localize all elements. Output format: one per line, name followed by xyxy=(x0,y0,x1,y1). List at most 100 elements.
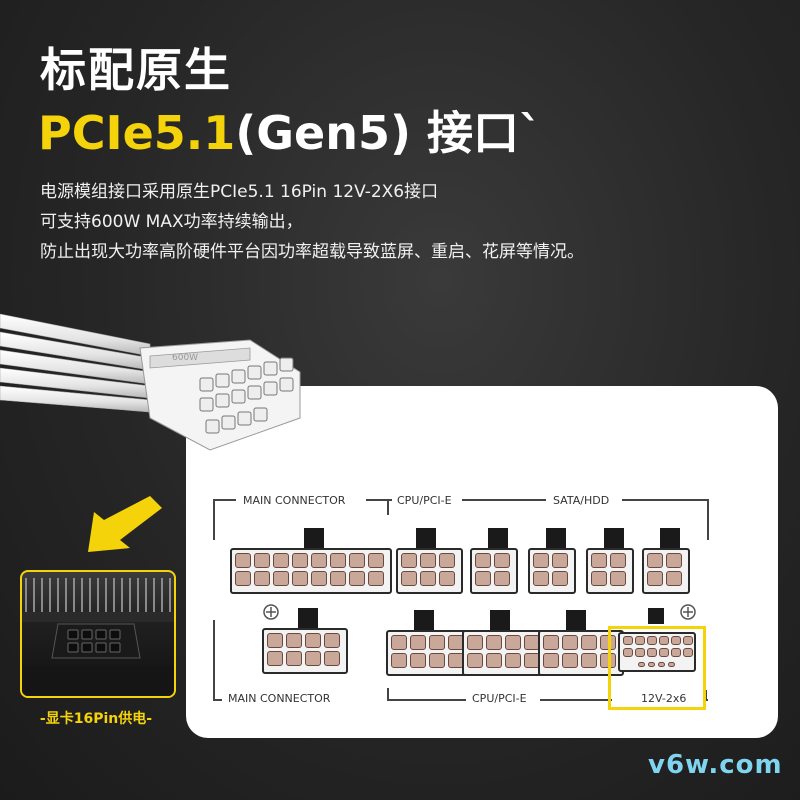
socket-pin xyxy=(543,653,559,668)
socket-pin xyxy=(349,571,365,586)
socket-pin xyxy=(311,571,327,586)
label-main-connector-bottom: MAIN CONNECTOR xyxy=(228,692,331,705)
socket-pin xyxy=(591,571,607,586)
socket-pin xyxy=(324,651,340,666)
socket-latch xyxy=(648,608,664,624)
socket-pin xyxy=(439,553,455,568)
socket-latch xyxy=(566,610,586,630)
socket-pin xyxy=(635,636,645,645)
socket-pin xyxy=(273,571,289,586)
socket-pin xyxy=(410,653,426,668)
socket-pin xyxy=(533,553,549,568)
socket-pin xyxy=(581,635,597,650)
socket-pin xyxy=(671,636,681,645)
socket-pin xyxy=(267,651,283,666)
sense-pin xyxy=(668,662,675,667)
socket-pin xyxy=(486,653,502,668)
socket-pin xyxy=(659,636,669,645)
socket-pin xyxy=(330,553,346,568)
cable-wattage-text: 600W xyxy=(172,353,198,363)
socket-pin xyxy=(420,553,436,568)
socket-pin xyxy=(235,553,251,568)
socket-latch xyxy=(660,528,680,548)
socket-pin xyxy=(311,553,327,568)
description-line-3: 防止出现大功率高阶硬件平台因功率超载导致蓝屏、重启、花屏等情况。 xyxy=(40,242,584,262)
socket-latch xyxy=(414,610,434,630)
headline-line1: 标配原生 xyxy=(40,43,232,97)
socket-pin xyxy=(324,633,340,648)
socket-pin xyxy=(429,635,445,650)
socket-pin xyxy=(305,651,321,666)
socket-latch xyxy=(604,528,624,548)
socket-pin xyxy=(610,553,626,568)
socket-pin xyxy=(552,571,568,586)
socket-pin xyxy=(368,553,384,568)
12v-2x6-highlight-box xyxy=(608,626,706,710)
socket-pin xyxy=(286,651,302,666)
socket-latch xyxy=(488,528,508,548)
socket-pin xyxy=(292,571,308,586)
socket-pin xyxy=(647,636,657,645)
socket-latch xyxy=(546,528,566,548)
label-cpu-pcie-bottom: CPU/PCI-E xyxy=(472,692,527,705)
sense-pin xyxy=(648,662,655,667)
socket-pin xyxy=(273,553,289,568)
socket-pin xyxy=(659,648,669,657)
yellow-arrow-icon xyxy=(88,496,162,552)
socket-latch xyxy=(490,610,510,630)
socket-pin xyxy=(235,571,251,586)
sense-pin xyxy=(638,662,645,667)
socket-pin xyxy=(401,553,417,568)
socket-pin xyxy=(439,571,455,586)
socket-pin xyxy=(610,571,626,586)
socket-pin xyxy=(486,635,502,650)
socket-pin xyxy=(401,571,417,586)
socket-pin xyxy=(494,553,510,568)
socket-latch xyxy=(304,528,324,548)
socket-pin xyxy=(552,553,568,568)
socket-pin xyxy=(494,571,510,586)
socket-pin xyxy=(267,633,283,648)
socket-pin xyxy=(623,636,633,645)
label-cpu-pcie-top: CPU/PCI-E xyxy=(397,494,452,507)
socket-pin xyxy=(467,635,483,650)
inset-caption: -显卡16Pin供电- xyxy=(39,711,153,727)
socket-pin xyxy=(429,653,445,668)
socket-pin xyxy=(683,648,693,657)
socket-pin xyxy=(666,553,682,568)
socket-pin xyxy=(562,635,578,650)
socket-pin xyxy=(683,636,693,645)
socket-pin xyxy=(581,653,597,668)
socket-pin xyxy=(591,553,607,568)
sense-pin xyxy=(658,662,665,667)
socket-pin xyxy=(635,648,645,657)
socket-pin xyxy=(410,635,426,650)
label-sata-hdd: SATA/HDD xyxy=(553,494,610,507)
socket-pin xyxy=(647,553,663,568)
headline-line2: PCIe5.1(Gen5) 接口` xyxy=(38,102,542,164)
label-12v-2x6: 12V-2x6 xyxy=(641,692,687,705)
headline-rest: (Gen5) 接口` xyxy=(235,106,543,160)
socket-pin xyxy=(330,571,346,586)
socket-pin xyxy=(647,648,657,657)
description-line-2: 可支持600W MAX功率持续输出， xyxy=(40,212,303,232)
socket-pin xyxy=(467,653,483,668)
socket-pin xyxy=(349,553,365,568)
headline-pcie: PCIe5.1 xyxy=(38,106,236,160)
socket-pin xyxy=(254,553,270,568)
socket-pin xyxy=(623,648,633,657)
label-main-connector-top: MAIN CONNECTOR xyxy=(243,494,346,507)
socket-pin xyxy=(286,633,302,648)
socket-pin xyxy=(305,633,321,648)
socket-pin xyxy=(420,571,436,586)
socket-pin xyxy=(666,571,682,586)
description-line-1: 电源模组接口采用原生PCIe5.1 16Pin 12V-2X6接口 xyxy=(40,182,439,202)
socket-pin xyxy=(505,653,521,668)
socket-pin xyxy=(671,648,681,657)
socket-pin xyxy=(368,571,384,586)
socket-latch xyxy=(298,608,318,628)
socket-pin xyxy=(391,635,407,650)
socket-pin xyxy=(292,553,308,568)
